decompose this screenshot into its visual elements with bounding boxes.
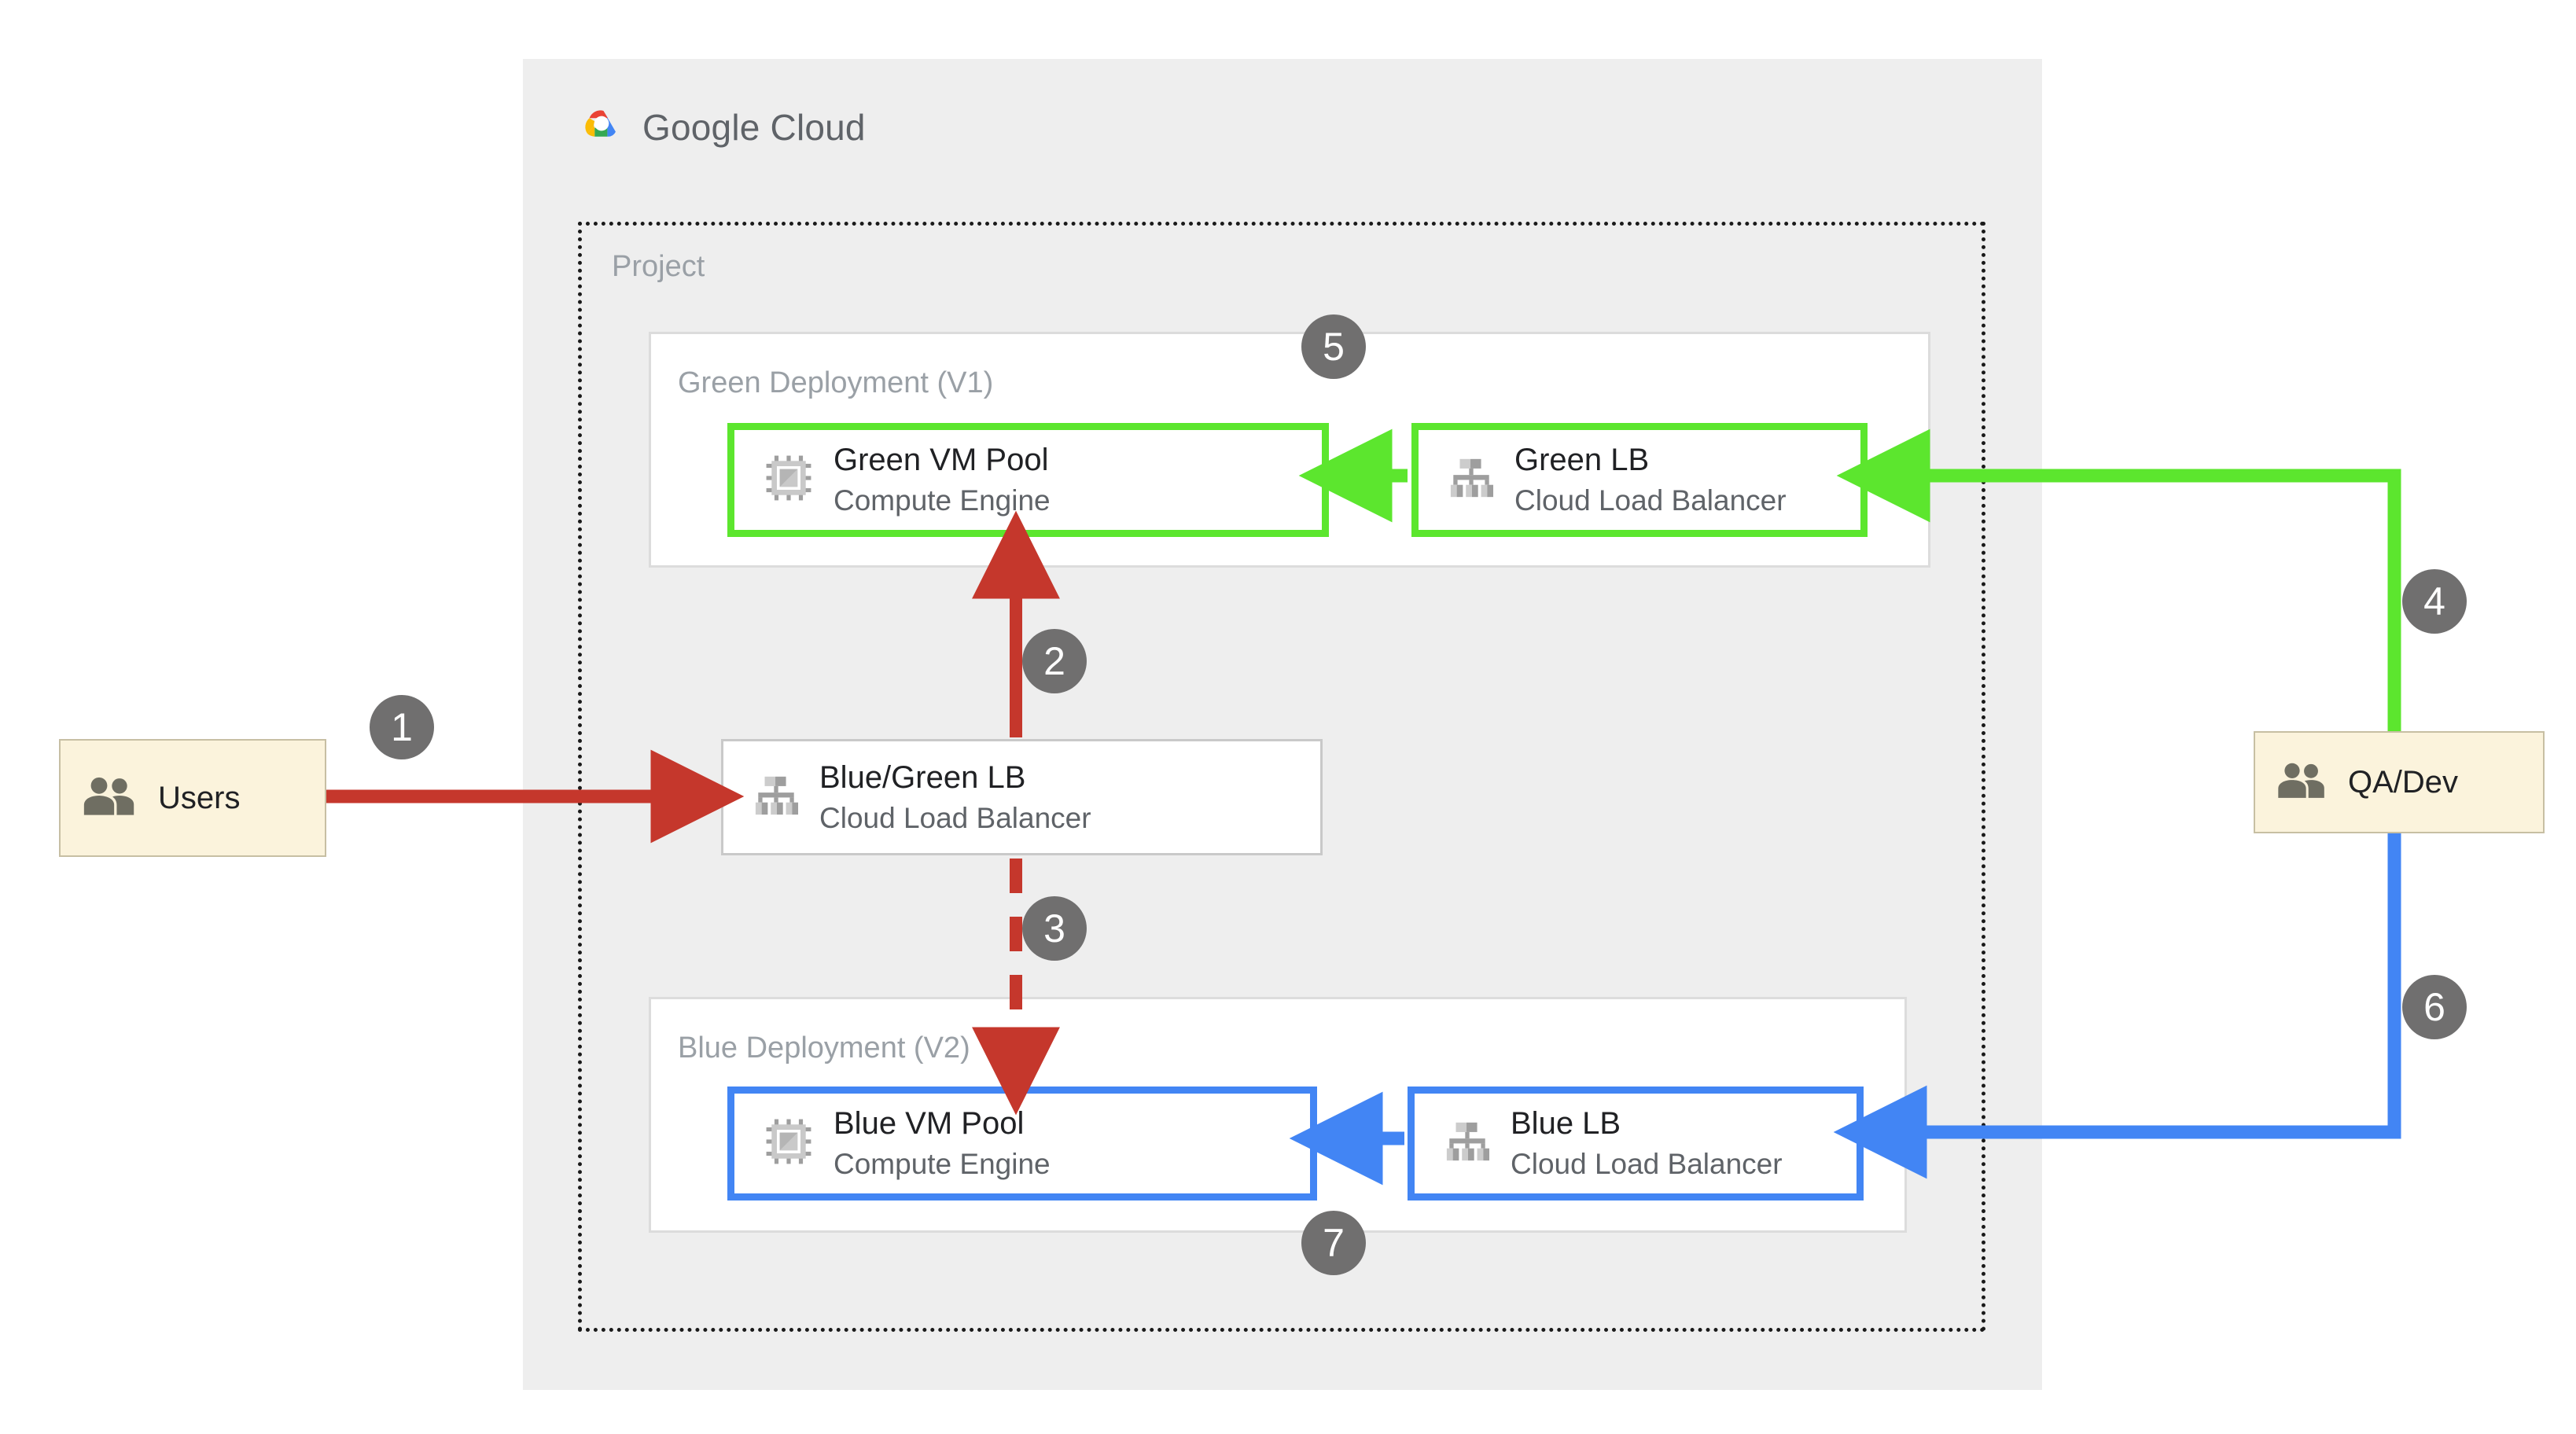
- node-title: Green LB: [1514, 443, 1650, 478]
- step-badge-4: 4: [2402, 569, 2467, 634]
- step-badge-1: 1: [370, 695, 434, 759]
- node-green-lb-text: Green LB Cloud Load Balancer: [1514, 442, 1787, 518]
- actor-users-label: Users: [158, 780, 241, 815]
- node-title: Blue LB: [1511, 1106, 1621, 1142]
- node-subtitle: Cloud Load Balancer: [1514, 484, 1787, 517]
- node-title: Blue VM Pool: [834, 1106, 1025, 1142]
- node-blue-green-lb-text: Blue/Green LB Cloud Load Balancer: [819, 759, 1091, 836]
- brand-word-cloud: Cloud: [770, 107, 866, 148]
- node-subtitle: Cloud Load Balancer: [819, 801, 1091, 834]
- project-label: Project: [612, 250, 705, 283]
- compute-engine-icon: [764, 1117, 813, 1170]
- node-green-lb[interactable]: Green LB Cloud Load Balancer: [1411, 423, 1868, 537]
- actor-qa-dev-label: QA/Dev: [2348, 764, 2459, 800]
- users-icon: [81, 776, 138, 821]
- brand-word-google: Google: [642, 107, 760, 148]
- load-balancer-icon: [1448, 455, 1494, 505]
- node-green-vm-pool-text: Green VM Pool Compute Engine: [834, 442, 1051, 518]
- actor-users[interactable]: Users: [59, 739, 326, 857]
- node-subtitle: Compute Engine: [834, 484, 1051, 517]
- google-cloud-branding: Google Cloud: [578, 106, 866, 149]
- step-badge-6: 6: [2402, 975, 2467, 1039]
- blue-deployment-label: Blue Deployment (V2): [678, 1031, 970, 1064]
- step-badge-2: 2: [1022, 629, 1087, 693]
- google-cloud-wordmark: Google Cloud: [642, 106, 866, 149]
- step-badge-3: 3: [1022, 896, 1087, 961]
- node-blue-vm-pool-text: Blue VM Pool Compute Engine: [834, 1105, 1051, 1182]
- node-subtitle: Cloud Load Balancer: [1511, 1148, 1783, 1181]
- load-balancer-icon: [753, 773, 799, 822]
- project-boundary: [578, 222, 1985, 1332]
- green-deployment-label: Green Deployment (V1): [678, 366, 994, 399]
- node-subtitle: Compute Engine: [834, 1148, 1051, 1181]
- node-blue-vm-pool[interactable]: Blue VM Pool Compute Engine: [727, 1087, 1317, 1201]
- node-green-vm-pool[interactable]: Green VM Pool Compute Engine: [727, 423, 1329, 537]
- users-icon: [2276, 762, 2328, 803]
- load-balancer-icon: [1444, 1119, 1490, 1168]
- node-blue-green-lb[interactable]: Blue/Green LB Cloud Load Balancer: [721, 739, 1323, 855]
- actor-qa-dev[interactable]: QA/Dev: [2254, 731, 2545, 833]
- step-badge-5: 5: [1301, 314, 1366, 379]
- node-blue-lb-text: Blue LB Cloud Load Balancer: [1511, 1105, 1783, 1182]
- step-badge-7: 7: [1301, 1211, 1366, 1275]
- node-blue-lb[interactable]: Blue LB Cloud Load Balancer: [1408, 1087, 1864, 1201]
- compute-engine-icon: [764, 454, 813, 506]
- node-title: Blue/Green LB: [819, 759, 1026, 795]
- node-title: Green VM Pool: [834, 443, 1049, 478]
- google-cloud-logo-icon: [585, 110, 616, 137]
